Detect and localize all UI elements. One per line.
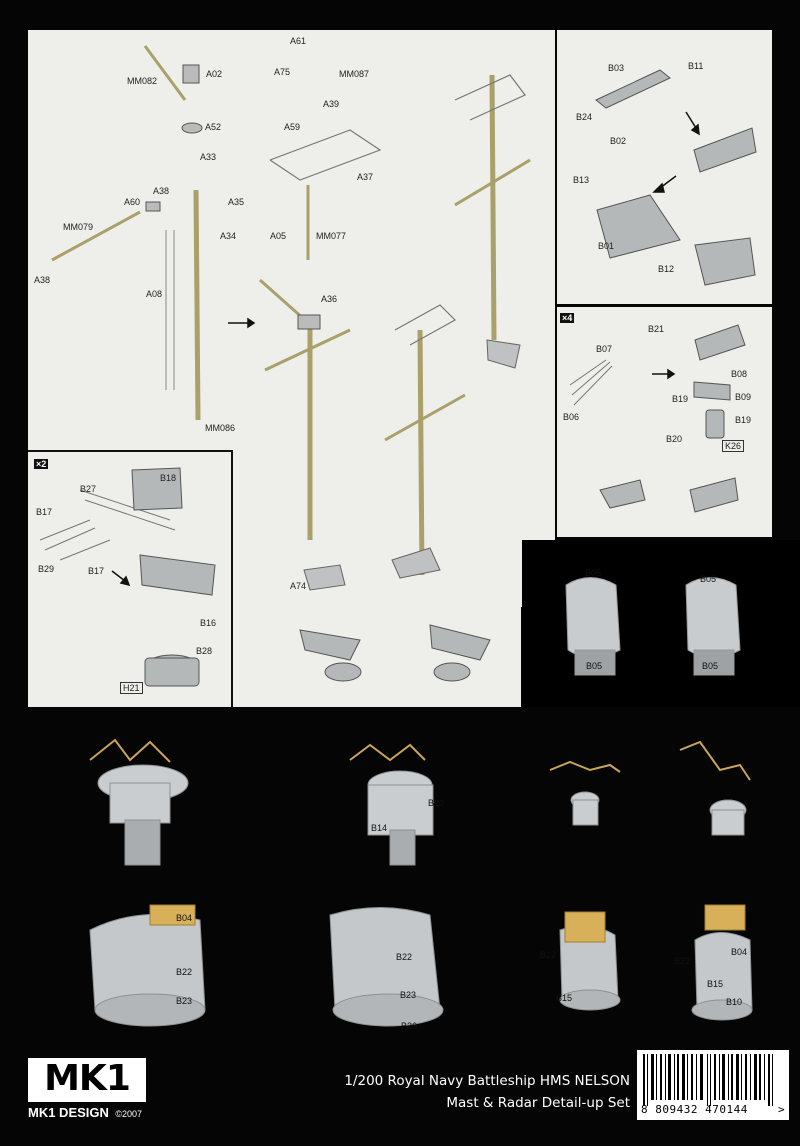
- barcode: 8 809432 470144 >: [637, 1050, 789, 1120]
- mast-1-yard-a: [264, 328, 351, 372]
- part-label: H21: [120, 682, 143, 694]
- part-label: B16: [200, 618, 217, 628]
- photo-label: B05: [702, 661, 719, 671]
- mast-3: [489, 74, 497, 341]
- photo-label: B05: [700, 574, 717, 584]
- part-label: B27: [80, 484, 97, 494]
- photo-label: B05: [586, 661, 603, 671]
- part-label: B29: [38, 564, 55, 574]
- mast-1-yard-b: [259, 278, 306, 322]
- part-label: A61: [290, 36, 307, 46]
- part-label: A35: [228, 197, 245, 207]
- part-label: B09: [735, 392, 752, 402]
- mm079-rod: [51, 210, 141, 262]
- barcode-arrow: >: [778, 1103, 785, 1116]
- barcode-number: 8 809432 470144: [641, 1103, 748, 1116]
- part-label: A38: [153, 186, 170, 196]
- logo-mark: MK1: [28, 1058, 146, 1102]
- photo-label: B22: [176, 967, 193, 977]
- part-label: B12: [658, 264, 675, 274]
- part-label: MM077: [316, 231, 347, 241]
- part-label: MM087: [339, 69, 370, 79]
- main-panel-lower-extension: [233, 450, 521, 707]
- part-label: B01: [598, 241, 615, 251]
- multiplier-badge: ×4: [560, 313, 575, 323]
- part-label: B28: [196, 646, 213, 656]
- part-label: A59: [284, 122, 301, 132]
- photo-label: B22: [674, 956, 691, 966]
- part-label: B17: [36, 507, 53, 517]
- part-label: A02: [206, 69, 223, 79]
- photo-label: B15: [556, 993, 573, 1003]
- part-label: A08: [146, 289, 163, 299]
- part-label: B18: [160, 473, 177, 483]
- part-label: A52: [205, 122, 222, 132]
- part-label: K26: [722, 440, 745, 452]
- brand-name: MK1 DESIGN: [28, 1105, 109, 1120]
- part-label: B17: [88, 566, 105, 576]
- photo-label: B23: [176, 996, 193, 1006]
- multiplier-badge: ×2: [34, 459, 49, 469]
- part-label: B07: [596, 344, 613, 354]
- photo-label: B05: [585, 568, 602, 578]
- part-label: B19: [735, 415, 752, 425]
- part-label: A74: [290, 581, 307, 591]
- mast-3-yard: [454, 158, 531, 207]
- part-label: B24: [576, 112, 593, 122]
- mast-2: [417, 329, 425, 576]
- mm082-rod: [143, 45, 187, 101]
- mast-2-yard: [384, 393, 466, 442]
- part-label: A38: [34, 275, 51, 285]
- part-label: A37: [357, 172, 374, 182]
- photo-label: B10: [726, 997, 743, 1007]
- part-label: B02: [610, 136, 627, 146]
- part-label: A34: [220, 231, 237, 241]
- part-label: MM086: [205, 423, 236, 433]
- photo-label: B04: [176, 913, 193, 923]
- mm086-mast: [193, 189, 201, 421]
- part-label: A05: [270, 231, 287, 241]
- photo-label: B22: [540, 950, 557, 960]
- part-label: A33: [200, 152, 217, 162]
- photo-label: B22: [396, 952, 413, 962]
- copyright: ©2007: [115, 1109, 143, 1119]
- part-label: B11: [688, 61, 704, 71]
- photo-label: B14: [371, 823, 388, 833]
- mk1-logo: MK1 MK1 DESIGN ©2007: [28, 1058, 146, 1122]
- part-label: B19: [672, 394, 689, 404]
- product-title: 1/200 Royal Navy Battleship HMS NELSON: [344, 1073, 630, 1089]
- photo-label: B04: [731, 947, 748, 957]
- part-label: B21: [648, 324, 665, 334]
- photo-label: B23: [400, 990, 417, 1000]
- part-label: A75: [274, 67, 291, 77]
- part-label: MM079: [63, 222, 94, 232]
- photo-label: B20: [428, 798, 445, 808]
- part-label: B06: [563, 412, 580, 422]
- photo-label: B26: [401, 1021, 418, 1031]
- product-subtitle: Mast & Radar Detail-up Set: [446, 1095, 630, 1111]
- part-label: B03: [608, 63, 625, 73]
- part-label: B20: [666, 434, 683, 444]
- part-label: A36: [321, 294, 338, 304]
- part-label: B08: [731, 369, 748, 379]
- barcode-bars: [643, 1054, 773, 1106]
- photo-label: B15: [707, 979, 724, 989]
- part-label: A39: [323, 99, 340, 109]
- part-label: A60: [124, 197, 141, 207]
- part-label: MM082: [127, 76, 158, 86]
- part-label: B13: [573, 175, 590, 185]
